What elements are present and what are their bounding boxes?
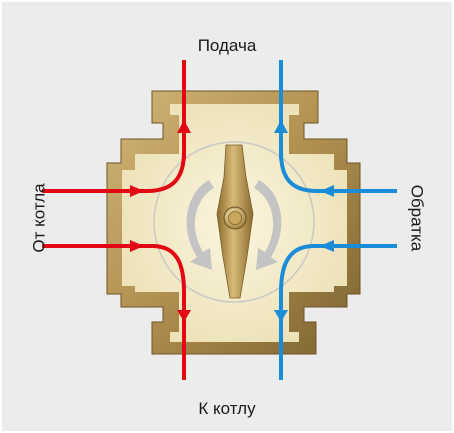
valve-lever — [216, 144, 254, 299]
hot-flow — [42, 60, 186, 380]
rotation-arrows — [186, 180, 282, 270]
supply-arrowhead — [177, 120, 191, 133]
rotor-circle — [153, 141, 315, 303]
return-upper-arrowhead — [320, 185, 334, 197]
hot-arrowheads — [130, 120, 191, 322]
boiler-inlet-lower-line — [42, 244, 186, 380]
return-lower-arrowhead — [320, 240, 334, 252]
to-boiler-arrowhead-right — [274, 310, 288, 322]
cold-flow — [279, 60, 397, 380]
label-from-boiler: От котла — [29, 183, 49, 253]
boiler-inlet-upper-line — [42, 151, 186, 193]
label-supply: Подача — [197, 36, 257, 55]
inlet-upper-arrowhead — [130, 185, 144, 197]
return-top-arrowhead — [274, 120, 288, 133]
inlet-lower-arrowhead — [130, 240, 144, 252]
label-return: Обратка — [407, 184, 427, 252]
return-upper-line — [279, 151, 397, 193]
to-boiler-arrowhead-left — [177, 310, 191, 322]
label-to-boiler: К котлу — [198, 399, 256, 418]
cold-arrowheads — [274, 120, 334, 322]
return-lower-line — [279, 244, 397, 380]
